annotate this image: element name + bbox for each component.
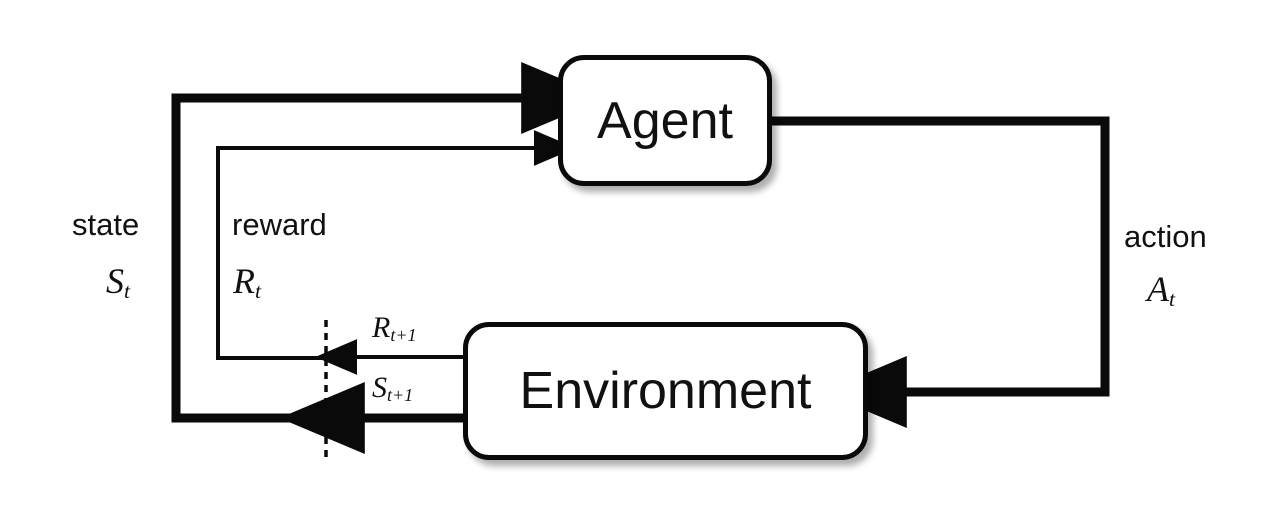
state-symbol-subscript: t [124, 278, 130, 303]
node-environment-label: Environment [519, 362, 812, 420]
action-symbol-base: A [1147, 269, 1169, 309]
node-agent-label: Agent [597, 91, 733, 150]
label-reward-word: reward [232, 207, 327, 242]
edge-state-to-agent [171, 62, 607, 423]
next-state-subscript: t+1 [387, 384, 414, 405]
node-agent[interactable]: Agent [558, 55, 772, 186]
next-reward-base: R [372, 311, 391, 344]
label-next-reward-symbol: Rt+1 [372, 313, 416, 344]
next-state-base: S [372, 371, 387, 404]
node-environment[interactable]: Environment [463, 322, 868, 460]
label-reward-symbol: Rt [233, 263, 261, 302]
reward-symbol-subscript: t [255, 278, 261, 303]
label-action-symbol: At [1147, 271, 1175, 310]
next-reward-subscript: t+1 [390, 324, 417, 345]
edge-action-to-environment [770, 116, 1110, 428]
edge-reward-to-agent [216, 130, 576, 360]
reward-symbol-base: R [233, 261, 255, 301]
label-state-word: state [72, 207, 140, 242]
state-symbol-base: S [106, 261, 124, 301]
label-next-state-symbol: St+1 [372, 373, 413, 404]
label-action-word: action [1124, 219, 1207, 254]
action-symbol-subscript: t [1169, 286, 1175, 311]
label-state-symbol: St [106, 263, 130, 302]
